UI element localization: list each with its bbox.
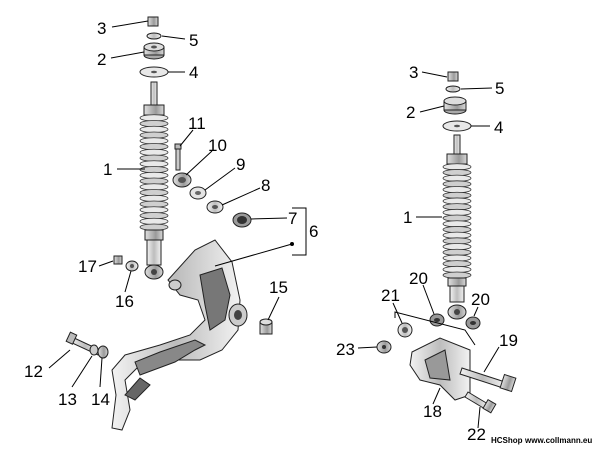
left-washer-16 xyxy=(125,260,139,272)
callout-left-5: 5 xyxy=(189,31,198,50)
callout-right-19: 19 xyxy=(499,331,518,350)
callout-left-15: 15 xyxy=(269,278,288,297)
left-shock-absorber xyxy=(139,81,169,280)
callout-right-1: 1 xyxy=(403,208,412,227)
right-bushing-20b xyxy=(465,316,481,330)
right-nut-23 xyxy=(376,340,392,354)
callout-right-18: 18 xyxy=(423,402,442,421)
callout-right-2: 2 xyxy=(406,103,415,122)
footer-shop: HCShop xyxy=(491,436,523,445)
left-washer-4 xyxy=(139,66,169,78)
right-bushing-2 xyxy=(443,96,467,115)
right-bracket-18 xyxy=(409,337,471,401)
left-top-nut xyxy=(147,16,159,27)
callout-right-20b: 20 xyxy=(471,290,490,309)
callout-right-20a: 20 xyxy=(409,269,428,288)
callout-left-11: 11 xyxy=(188,114,206,133)
callout-right-21: 21 xyxy=(381,286,400,305)
right-coil-spring xyxy=(442,163,472,279)
callout-left-2: 2 xyxy=(97,50,106,69)
leader-lines xyxy=(48,20,500,429)
callout-left-17: 17 xyxy=(78,257,97,276)
callout-right-23: 23 xyxy=(336,340,355,359)
footer-site: www.collmann.eu xyxy=(524,436,592,445)
callout-left-9: 9 xyxy=(236,155,245,174)
callout-left-13: 13 xyxy=(58,390,77,409)
right-washer-4 xyxy=(442,120,472,132)
callout-left-6: 6 xyxy=(309,222,318,241)
callout-left-3: 3 xyxy=(97,19,106,38)
right-bolt-22 xyxy=(464,391,497,414)
callout-right-5: 5 xyxy=(495,79,504,98)
left-shock-assembly xyxy=(65,16,273,431)
left-coil-spring xyxy=(139,114,169,231)
right-callouts: 3 5 2 4 1 20 21 20 19 23 18 22 xyxy=(336,63,518,444)
left-bushing-2 xyxy=(143,42,165,60)
left-callouts: 3 5 2 4 1 11 10 9 8 7 6 17 16 15 12 13 1… xyxy=(24,19,318,409)
spring-coil xyxy=(442,271,472,279)
left-bushing-9 xyxy=(189,186,207,200)
spring-coil xyxy=(139,223,169,231)
right-shock-absorber xyxy=(442,134,472,320)
callout-left-7: 7 xyxy=(288,209,297,228)
left-washer-8 xyxy=(206,200,224,214)
right-top-nut xyxy=(447,71,459,82)
callout-left-4: 4 xyxy=(189,63,198,82)
callout-right-4: 4 xyxy=(494,118,503,137)
callout-left-1: 1 xyxy=(103,160,112,179)
callout-right-3: 3 xyxy=(409,63,418,82)
left-washer-13 xyxy=(89,344,99,356)
right-bolt-19 xyxy=(459,367,517,393)
right-spacer-21 xyxy=(397,322,413,338)
callout-right-22: 22 xyxy=(467,425,486,444)
callout-left-12: 12 xyxy=(24,362,43,381)
right-washer-5 xyxy=(445,85,461,93)
left-nut-14 xyxy=(97,345,109,359)
left-washer-5 xyxy=(146,32,162,40)
left-bracket-10 xyxy=(172,172,192,188)
left-nut-17 xyxy=(113,255,123,265)
callout-left-16: 16 xyxy=(115,292,134,311)
left-engine-bracket xyxy=(111,239,248,431)
callout-left-10: 10 xyxy=(208,136,227,155)
callout-left-14: 14 xyxy=(91,390,110,409)
right-bushing-20a xyxy=(429,313,445,327)
callout-left-8: 8 xyxy=(261,176,270,195)
left-bushing-7 xyxy=(232,212,252,228)
left-bolt-11 xyxy=(174,143,182,171)
left-bolt-15 xyxy=(259,318,273,335)
